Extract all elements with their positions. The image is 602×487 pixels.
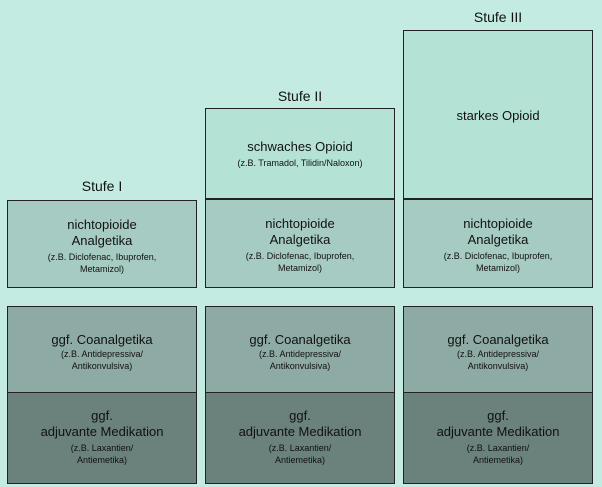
nonopioid-detail2: Metamizol) bbox=[475, 263, 520, 273]
stufe-2-heading: Stufe II bbox=[277, 88, 323, 104]
adjuvant-line1: ggf. bbox=[487, 408, 509, 423]
adjuvant-line2: adjuvante Medikation bbox=[40, 424, 164, 439]
nonopioid-line2: Analgetika bbox=[269, 232, 331, 247]
adjuvant-detail1: (z.B. Laxantien/ bbox=[466, 443, 530, 453]
coanalgetika-title: ggf. Coanalgetika bbox=[51, 332, 153, 347]
coanalgetika-box-stufe-1: ggf. Coanalgetika (z.B. Antidepressiva/ … bbox=[7, 306, 197, 393]
coanalgetika-detail1: (z.B. Antidepressiva/ bbox=[456, 349, 540, 359]
nonopioid-detail1: (z.B. Diclofenac, Ibuprofen, bbox=[443, 251, 553, 261]
coanalgetika-title: ggf. Coanalgetika bbox=[447, 332, 549, 347]
coanalgetika-box-stufe-3: ggf. Coanalgetika (z.B. Antidepressiva/ … bbox=[403, 306, 593, 393]
nonopioid-detail1: (z.B. Diclofenac, Ibuprofen, bbox=[245, 251, 355, 261]
nonopioid-line2: Analgetika bbox=[71, 233, 133, 248]
strong-opioid-title: starkes Opioid bbox=[456, 108, 540, 123]
nonopioid-detail2: Metamizol) bbox=[277, 263, 322, 273]
strong-opioid-box: starkes Opioid bbox=[403, 30, 593, 200]
nonopioid-line1: nichtopioide bbox=[265, 216, 335, 231]
adjuvant-detail2: Antiemetika) bbox=[274, 455, 326, 465]
coanalgetika-box-stufe-2: ggf. Coanalgetika (z.B. Antidepressiva/ … bbox=[205, 306, 395, 393]
nonopioid-box-stufe-2: nichtopioide Analgetika (z.B. Diclofenac… bbox=[205, 200, 395, 288]
coanalgetika-detail2: Antikonvulsiva) bbox=[467, 361, 529, 371]
adjuvant-line1: ggf. bbox=[91, 408, 113, 423]
coanalgetika-detail2: Antikonvulsiva) bbox=[269, 361, 331, 371]
nonopioid-line1: nichtopioide bbox=[463, 216, 533, 231]
nonopioid-box-stufe-1: nichtopioide Analgetika (z.B. Diclofenac… bbox=[7, 200, 197, 288]
coanalgetika-detail2: Antikonvulsiva) bbox=[71, 361, 133, 371]
nonopioid-detail1: (z.B. Diclofenac, Ibuprofen, bbox=[47, 252, 157, 262]
nonopioid-line1: nichtopioide bbox=[67, 217, 137, 232]
adjuvant-detail2: Antiemetika) bbox=[76, 455, 128, 465]
adjuvant-detail2: Antiemetika) bbox=[472, 455, 524, 465]
adjuvant-box-stufe-1: ggf. adjuvante Medikation (z.B. Laxantie… bbox=[7, 393, 197, 484]
adjuvant-detail1: (z.B. Laxantien/ bbox=[70, 443, 134, 453]
stufe-1-heading: Stufe I bbox=[81, 178, 123, 194]
nonopioid-box-stufe-3: nichtopioide Analgetika (z.B. Diclofenac… bbox=[403, 200, 593, 288]
weak-opioid-detail: (z.B. Tramadol, Tilidin/Naloxon) bbox=[237, 158, 363, 168]
adjuvant-line1: ggf. bbox=[289, 408, 311, 423]
weak-opioid-box: schwaches Opioid (z.B. Tramadol, Tilidin… bbox=[205, 108, 395, 200]
weak-opioid-title: schwaches Opioid bbox=[247, 139, 353, 154]
adjuvant-line2: adjuvante Medikation bbox=[238, 424, 362, 439]
coanalgetika-detail1: (z.B. Antidepressiva/ bbox=[60, 349, 144, 359]
nonopioid-line2: Analgetika bbox=[467, 232, 529, 247]
nonopioid-detail2: Metamizol) bbox=[79, 264, 124, 274]
adjuvant-box-stufe-2: ggf. adjuvante Medikation (z.B. Laxantie… bbox=[205, 393, 395, 484]
coanalgetika-title: ggf. Coanalgetika bbox=[249, 332, 351, 347]
coanalgetika-detail1: (z.B. Antidepressiva/ bbox=[258, 349, 342, 359]
adjuvant-line2: adjuvante Medikation bbox=[436, 424, 560, 439]
adjuvant-box-stufe-3: ggf. adjuvante Medikation (z.B. Laxantie… bbox=[403, 393, 593, 484]
adjuvant-detail1: (z.B. Laxantien/ bbox=[268, 443, 332, 453]
stufe-3-heading: Stufe III bbox=[473, 9, 523, 25]
